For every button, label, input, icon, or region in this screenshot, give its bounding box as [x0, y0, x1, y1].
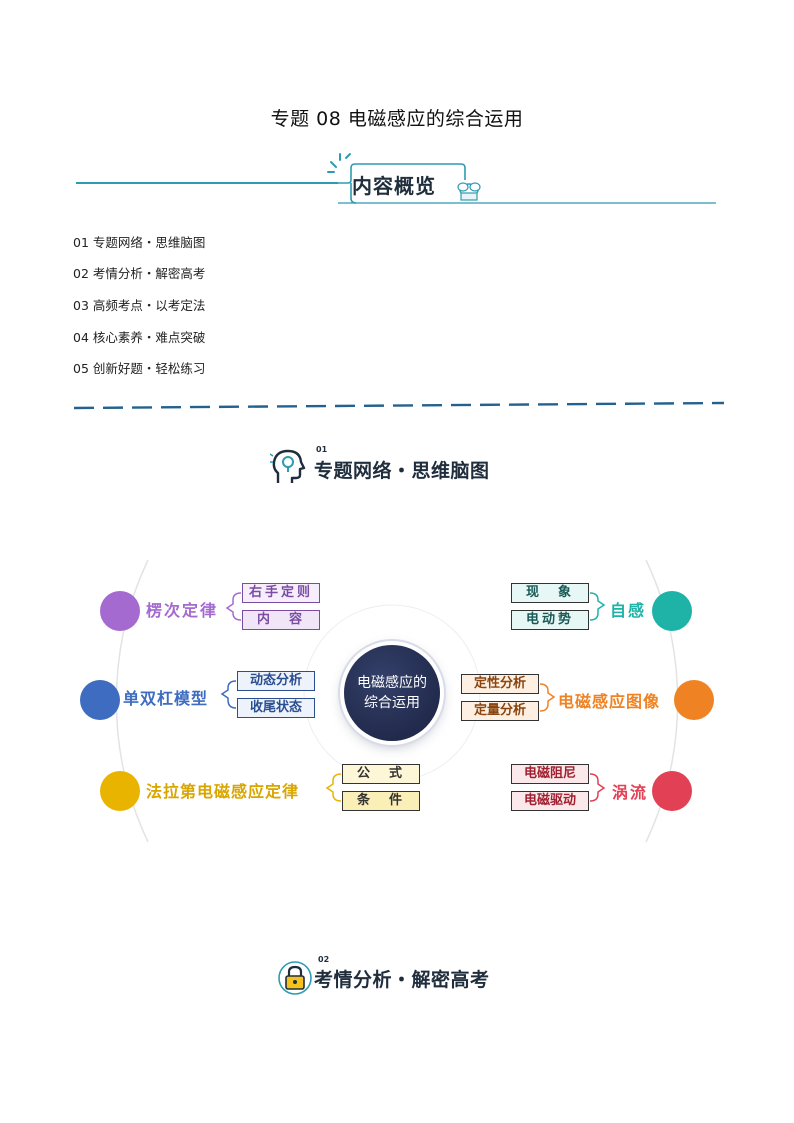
branch-label-faraday: 法拉第电磁感应定律: [146, 782, 300, 801]
sparkle-icon: [327, 153, 351, 173]
branch-label-eddy: 涡流: [612, 783, 649, 802]
node-quantitative-analysis: 定量分析: [461, 701, 539, 721]
branch-dot-graph: [674, 680, 714, 720]
toc-item: 03 高频考点・以考定法: [73, 298, 206, 313]
section-number: 01: [316, 445, 328, 454]
node-em-drive: 电磁驱动: [511, 791, 589, 811]
node-dynamic-analysis: 动态分析: [237, 671, 315, 691]
branch-dot-self-induction: [652, 591, 692, 631]
dashed-divider: [74, 401, 724, 410]
node-formula: 公 式: [342, 764, 420, 784]
section-number: 02: [318, 955, 330, 964]
node-right-hand-rule: 右手定则: [242, 583, 320, 603]
toc-item: 04 核心素养・难点突破: [73, 330, 206, 345]
document-title: 专题 08 电磁感应的综合运用: [270, 108, 524, 130]
branch-dot-rods: [80, 680, 120, 720]
node-qualitative-analysis: 定性分析: [461, 674, 539, 694]
branch-label-graph: 电磁感应图像: [558, 692, 661, 711]
section-title: 考情分析・解密高考: [314, 969, 490, 991]
branch-label-self-induction: 自感: [610, 601, 647, 620]
chef-hat-icon: [457, 182, 481, 201]
node-final-state: 收尾状态: [237, 698, 315, 718]
node-conditions: 条 件: [342, 791, 420, 811]
branch-dot-faraday: [100, 771, 140, 811]
section-title: 专题网络・思维脑图: [314, 460, 490, 482]
overview-banner: [76, 153, 716, 204]
lock-icon: [278, 961, 312, 995]
node-emf: 电动势: [511, 610, 589, 630]
lightbulb-head-icon: [270, 449, 306, 483]
node-phenomenon: 现 象: [511, 583, 589, 603]
branch-dot-lenz: [100, 591, 140, 631]
toc-item: 05 创新好题・轻松练习: [73, 361, 206, 376]
branch-label-rods: 单双杠模型: [123, 689, 209, 708]
center-label: 电磁感应的综合运用: [357, 675, 427, 711]
toc-item: 01 专题网络・思维脑图: [73, 235, 206, 250]
mindmap-center-node: 电磁感应的综合运用: [344, 645, 440, 741]
branch-dot-eddy: [652, 771, 692, 811]
node-em-damping: 电磁阻尼: [511, 764, 589, 784]
node-content: 内 容: [242, 610, 320, 630]
overview-label: 内容概览: [352, 174, 436, 198]
branch-label-lenz: 楞次定律: [146, 601, 219, 620]
toc-item: 02 考情分析・解密高考: [73, 266, 206, 281]
